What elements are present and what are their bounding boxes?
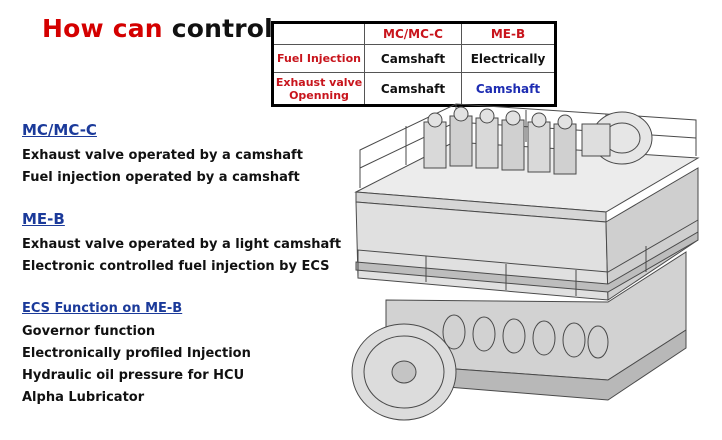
table-row: Exhaust valve Openning Camshaft Camshaft [272,72,556,106]
title-part-how-can: How can [42,14,163,43]
table-header-empty [272,22,365,45]
list-item: Alpha Lubricator [22,390,145,405]
row-label-line-1: Exhaust valve [275,75,363,89]
list-item: Exhaust valve operated by a camshaft [22,148,303,163]
section-heading-ecs: ECS Function on ME-B [22,301,183,316]
cell-mc-exhaust-valve: Camshaft [364,72,462,106]
row-label-fuel-injection: Fuel Injection [272,44,365,73]
table-header-row: MC/MC-C ME-B [272,22,556,45]
section-heading-meb: ME-B [22,210,65,228]
list-item: Exhaust valve operated by a light camsha… [22,237,342,252]
table-header-meb: ME-B [461,22,556,45]
page-title: How can control ~ [42,14,303,43]
list-item: Governor function [22,324,156,339]
list-item: Hydraulic oil pressure for HCU [22,368,245,383]
table-header-mc: MC/MC-C [364,22,462,45]
list-item: Electronically profiled Injection [22,346,251,361]
list-item: Electronic controlled fuel injection by … [22,259,330,274]
cell-mc-fuel-injection: Camshaft [364,44,462,73]
cell-meb-exhaust-valve: Camshaft [461,72,556,106]
section-mc: MC/MC-C Exhaust valve operated by a cams… [22,121,303,189]
section-ecs: ECS Function on ME-B Governor function E… [22,301,251,409]
section-meb: ME-B Exhaust valve operated by a light c… [22,210,341,278]
section-heading-mc: MC/MC-C [22,121,97,139]
engine-illustration [351,103,700,421]
table-row: Fuel Injection Camshaft Electrically [272,44,556,73]
row-label-exhaust-valve: Exhaust valve Openning [272,72,365,106]
row-label-line-2: Openning [289,88,349,102]
cell-meb-fuel-injection: Electrically [461,44,556,73]
comparison-table: MC/MC-C ME-B Fuel Injection Camshaft Ele… [271,21,557,107]
list-item: Fuel injection operated by a camshaft [22,170,300,185]
